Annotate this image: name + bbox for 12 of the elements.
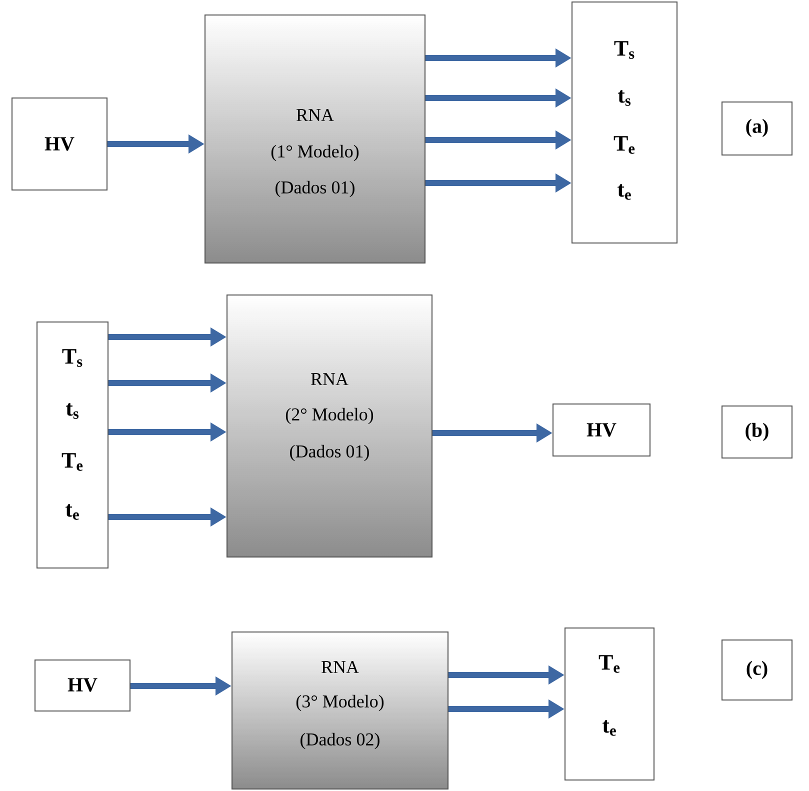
text-box: HV: [12, 98, 108, 190]
model-box: RNA (2° Modelo) (Dados 01): [226, 294, 432, 558]
text-box: (c): [722, 640, 792, 700]
text-box: HV: [34, 660, 130, 712]
text-box: HV: [552, 404, 650, 456]
text-box: T$_{e}$ t$_{e}$: [564, 628, 654, 780]
model-box: RNA (1° Modelo) (Dados 01): [204, 14, 426, 264]
text-box: T$_{s}$ t$_{s}$ T$_{e}$ t$_{e}$: [36, 322, 108, 568]
text-box: T$_{s}$ t$_{s}$ T$_{e}$ t$_{e}$: [572, 2, 678, 244]
text-box: (a): [722, 102, 792, 156]
text-box: (b): [722, 406, 792, 458]
model-box: RNA (3° Modelo) (Dados 02): [232, 632, 448, 790]
